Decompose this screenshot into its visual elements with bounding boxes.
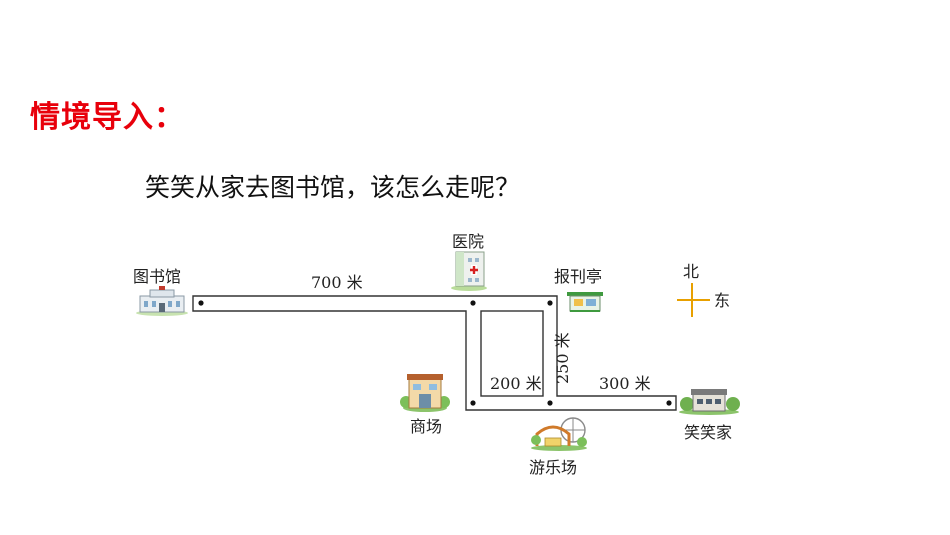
question-text: 笑笑从家去图书馆，该怎么走呢？ xyxy=(145,173,521,202)
label-newsstand: 报刊亭 xyxy=(554,267,602,286)
distance-loop-bottom: 200 米 xyxy=(490,374,542,393)
road-outline xyxy=(192,295,677,411)
label-amusement-park: 游乐场 xyxy=(529,458,577,477)
junction-dot-newsstand xyxy=(547,300,553,306)
label-library: 图书馆 xyxy=(133,267,181,286)
label-mall: 商场 xyxy=(410,417,442,436)
amusement-park-icon xyxy=(531,417,587,451)
compass-icon xyxy=(677,283,710,317)
distance-road-home: 300 米 xyxy=(599,374,651,393)
junction-dot-home xyxy=(666,400,672,406)
junction-dot-library xyxy=(198,300,204,306)
home-icon xyxy=(679,389,740,415)
junction-dot-mall xyxy=(470,400,476,406)
road-inner-block xyxy=(480,310,544,397)
junction-dot-hospital xyxy=(470,300,476,306)
distance-newsstand-road: 250 米 xyxy=(553,332,572,384)
label-hospital: 医院 xyxy=(452,232,484,251)
compass-east: 东 xyxy=(714,291,730,310)
label-home: 笑笑家 xyxy=(684,423,732,442)
compass-north: 北 xyxy=(683,262,699,281)
mall-icon xyxy=(400,374,450,412)
section-heading: 情境导入： xyxy=(30,100,185,135)
library-icon xyxy=(136,286,188,316)
junction-dot-park xyxy=(547,400,553,406)
newsstand-icon xyxy=(567,292,603,312)
distance-library-hospital: 700 米 xyxy=(311,273,363,292)
hospital-icon xyxy=(451,251,487,291)
